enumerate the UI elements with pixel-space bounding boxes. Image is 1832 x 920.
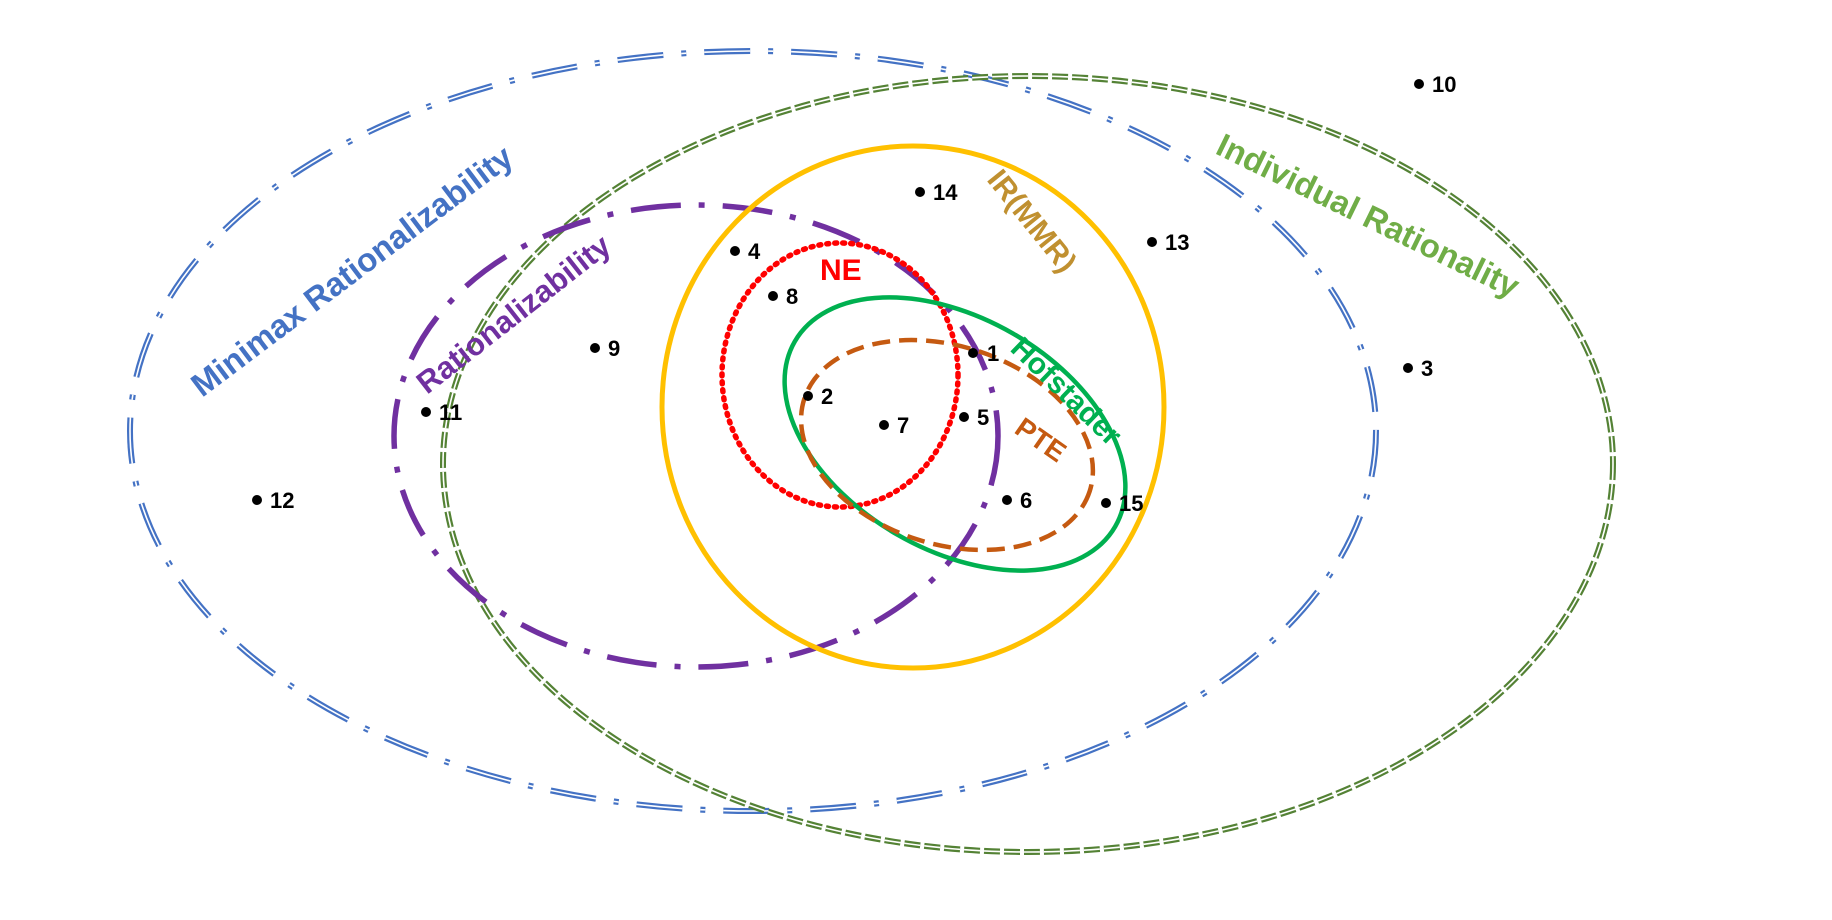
point-11: 11 (421, 400, 462, 425)
point-2: 2 (803, 384, 833, 409)
point-14: 14 (915, 180, 958, 205)
ir-mmr-label: IR(MMR) (981, 164, 1083, 279)
point-11-label: 11 (439, 400, 462, 425)
point-13-label: 13 (1165, 230, 1189, 255)
point-6-label: 6 (1020, 488, 1032, 513)
point-3-label: 3 (1421, 356, 1433, 381)
hofstader-ellipse (782, 295, 1128, 573)
point-5: 5 (959, 405, 989, 430)
point-10-label: 10 (1432, 72, 1456, 97)
point-5-label: 5 (977, 405, 989, 430)
ir-mmr-circle (659, 143, 1167, 671)
point-4: 4 (730, 239, 761, 264)
point-15-label: 15 (1119, 491, 1143, 516)
ne-label: NE (820, 254, 862, 287)
point-10: 10 (1414, 72, 1456, 97)
point-4-label: 4 (748, 239, 761, 264)
point-3: 3 (1403, 356, 1433, 381)
individual-rationality-ellipse (440, 73, 1616, 855)
point-8: 8 (768, 284, 798, 309)
point-7-label: 7 (897, 413, 909, 438)
point-1: 1 (968, 341, 999, 366)
ne-ellipse (719, 240, 961, 510)
point-6: 6 (1002, 488, 1032, 513)
point-12: 12 (252, 488, 294, 513)
point-9: 9 (590, 336, 620, 361)
point-8-label: 8 (786, 284, 798, 309)
point-15: 15 (1101, 491, 1143, 516)
rationalizability-ellipse (391, 202, 1001, 670)
point-14-label: 14 (933, 180, 958, 205)
point-1-label: 1 (987, 341, 999, 366)
minimax-rationalizability-ellipse (127, 48, 1379, 814)
pte-label: PTE (1010, 412, 1072, 469)
point-2-label: 2 (821, 384, 833, 409)
point-9-label: 9 (608, 336, 620, 361)
rationalizability-label: Rationalizability (410, 227, 618, 400)
point-12-label: 12 (270, 488, 294, 513)
point-7: 7 (879, 413, 909, 438)
point-13: 13 (1147, 230, 1189, 255)
